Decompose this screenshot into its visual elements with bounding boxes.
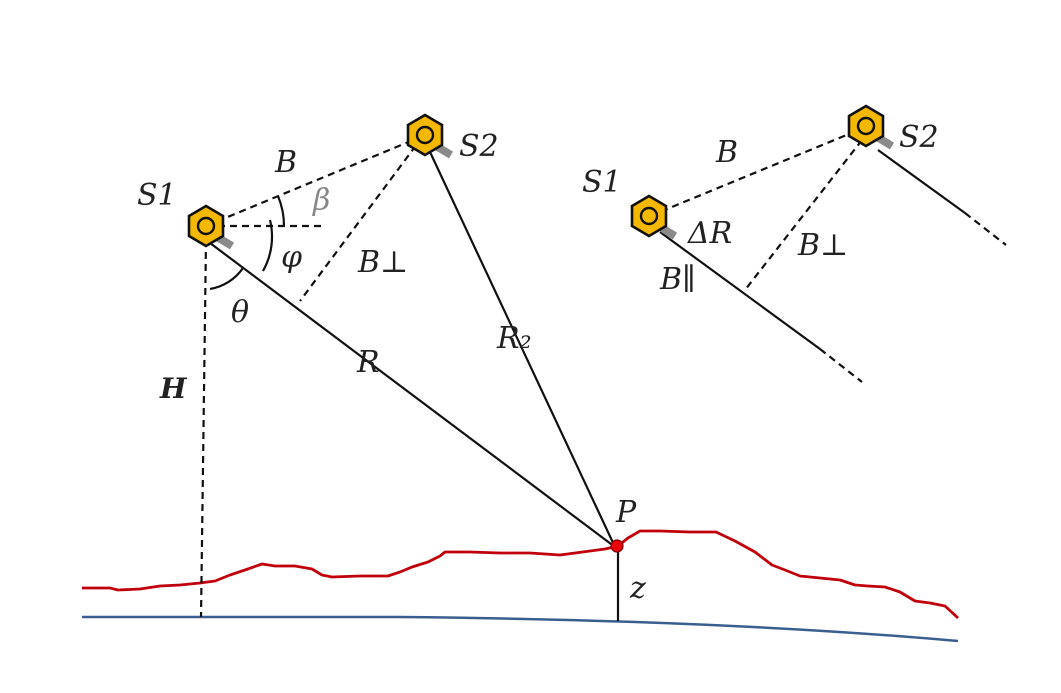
label-delta-r: ΔR	[687, 216, 732, 251]
phi-arc	[262, 219, 274, 272]
range-line-right-s2	[877, 149, 966, 214]
label-beta: β	[312, 183, 330, 218]
satellite-hexagon-icon	[187, 204, 235, 250]
label-b-perp-left: B⊥	[357, 245, 408, 280]
range-line-r	[205, 239, 616, 548]
baseline-b-left	[205, 134, 424, 228]
label-r2: R₂	[496, 321, 532, 356]
terrain-profile	[82, 529, 959, 620]
label-b-perp-right: B⊥	[797, 228, 848, 263]
range-line-right-s1	[659, 231, 821, 350]
b-perp-line-right	[744, 139, 863, 291]
label-s1-right: S1	[582, 165, 622, 200]
label-p: P	[615, 495, 637, 530]
label-b-left: B	[274, 145, 297, 180]
range-line-right-s1-dashed	[819, 348, 863, 383]
label-b-right: B	[715, 135, 738, 170]
range-line-r2	[429, 151, 616, 548]
label-s1-left: S1	[137, 178, 177, 213]
label-phi: φ	[281, 240, 302, 275]
label-theta: θ	[231, 295, 249, 330]
range-line-right-s2-dashed	[964, 212, 1007, 246]
satellite-hexagon-icon	[630, 194, 678, 240]
beta-arc	[276, 195, 286, 227]
height-line-h	[199, 239, 208, 618]
label-h: H	[159, 372, 188, 405]
target-point-icon	[610, 539, 624, 553]
label-s2-right: S2	[899, 120, 939, 155]
satellite-hexagon-icon	[847, 104, 895, 150]
baseline-b-right	[649, 125, 867, 218]
label-r: R	[356, 345, 380, 380]
b-perp-line-left	[299, 135, 424, 302]
label-z: z	[629, 571, 646, 606]
label-s2-left: S2	[459, 129, 499, 164]
label-b-par: B∥	[659, 262, 696, 297]
satellite-hexagon-icon	[406, 113, 454, 159]
ground-reference-curve	[82, 615, 959, 643]
theta-arc	[209, 267, 244, 291]
